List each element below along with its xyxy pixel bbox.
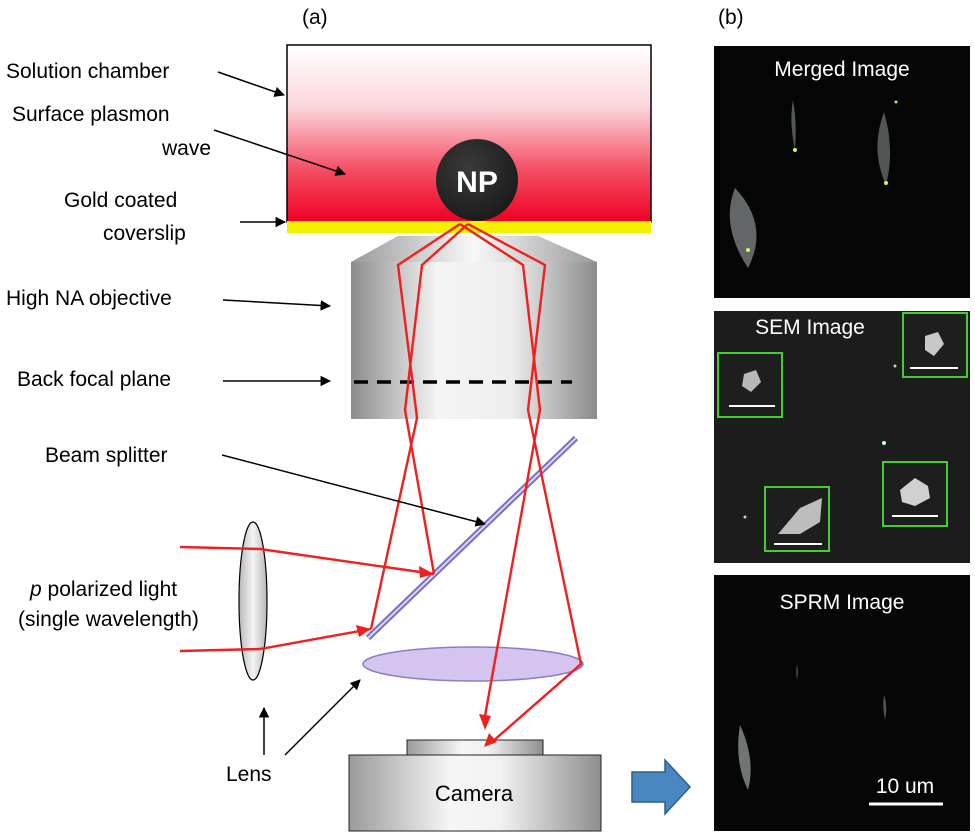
result-arrow bbox=[631, 758, 692, 816]
np-label: NP bbox=[456, 166, 498, 199]
sem-particle-1 bbox=[925, 332, 944, 356]
panel-b-label: (b) bbox=[718, 6, 744, 29]
sem-speck-3 bbox=[893, 364, 897, 368]
merged-image-title: Merged Image bbox=[774, 58, 909, 81]
light-rays bbox=[179, 222, 583, 743]
arrow-surface-plasmon bbox=[213, 129, 346, 176]
arrow-solution-chamber bbox=[217, 71, 285, 97]
merged-dot-3 bbox=[894, 100, 898, 104]
arrow-beam-splitter bbox=[221, 454, 487, 527]
sprm-streak-1 bbox=[738, 725, 751, 790]
merged-dot-2 bbox=[884, 181, 888, 185]
annotation-arrows bbox=[213, 71, 487, 756]
incident-ray-2 bbox=[179, 627, 372, 653]
sprm-image-panel bbox=[714, 575, 970, 831]
sem-particle-3 bbox=[900, 478, 930, 506]
label-p: p bbox=[29, 578, 42, 601]
label-back-focal-plane: Back focal plane bbox=[17, 368, 171, 391]
gold-coverslip bbox=[287, 221, 651, 233]
merged-image-panel bbox=[714, 46, 970, 298]
sem-image-title: SEM Image bbox=[755, 316, 865, 339]
label-polarized-rest: polarized light bbox=[42, 578, 178, 601]
label-gold-coated: Gold coated bbox=[64, 189, 177, 212]
ray-arrowhead-3 bbox=[479, 714, 491, 730]
label-wave: wave bbox=[161, 137, 211, 160]
objective-top bbox=[351, 236, 597, 262]
sprm-streak-3 bbox=[796, 664, 798, 680]
sem-particle-2 bbox=[742, 370, 761, 392]
camera-label: Camera bbox=[435, 781, 514, 806]
sprm-features bbox=[738, 664, 887, 790]
ray-arrowhead-2 bbox=[356, 625, 371, 637]
sem-particle-4 bbox=[778, 498, 822, 534]
ray-arrowhead-1 bbox=[419, 566, 434, 578]
scale-bar-label: 10 um bbox=[876, 775, 934, 798]
high-na-objective bbox=[351, 262, 597, 419]
ray-right-down bbox=[467, 222, 583, 743]
arrow-lens-diag bbox=[284, 679, 361, 756]
ray-right-up bbox=[403, 223, 469, 575]
ray-arrowhead-4 bbox=[484, 733, 497, 747]
merged-streak-2 bbox=[877, 112, 891, 185]
sem-insets bbox=[717, 312, 968, 552]
sem-speck-2 bbox=[743, 515, 747, 519]
source-lens bbox=[238, 521, 268, 681]
label-surface-plasmon: Surface plasmon bbox=[12, 103, 170, 126]
ray-left-down bbox=[459, 222, 542, 717]
merged-dot-4 bbox=[746, 248, 750, 252]
merged-streak-1 bbox=[791, 100, 796, 150]
merged-image-features bbox=[729, 100, 898, 268]
sprm-streak-2 bbox=[883, 695, 887, 720]
camera-window bbox=[406, 739, 544, 756]
ray-left-up bbox=[369, 222, 461, 630]
merged-dot-1 bbox=[793, 148, 797, 152]
panel-a-label: (a) bbox=[302, 6, 328, 29]
imaging-lens bbox=[362, 646, 584, 682]
beam-splitter-highlight bbox=[367, 437, 577, 639]
label-beam-splitter: Beam splitter bbox=[45, 444, 168, 467]
label-polarized-light: p polarized light bbox=[29, 578, 177, 601]
label-objective: High NA objective bbox=[6, 287, 172, 310]
label-lens: Lens bbox=[226, 763, 272, 786]
nanoparticle bbox=[436, 139, 518, 221]
camera-body bbox=[348, 754, 602, 832]
sem-speck-1 bbox=[882, 441, 886, 445]
label-coverslip: coverslip bbox=[103, 222, 186, 245]
sprm-image-title: SPRM Image bbox=[780, 591, 905, 614]
label-solution-chamber: Solution chamber bbox=[6, 60, 169, 83]
merged-streak-3 bbox=[729, 188, 757, 268]
label-single-wavelength: (single wavelength) bbox=[18, 608, 199, 631]
incident-ray-1 bbox=[179, 545, 435, 576]
arrow-objective bbox=[222, 299, 332, 311]
